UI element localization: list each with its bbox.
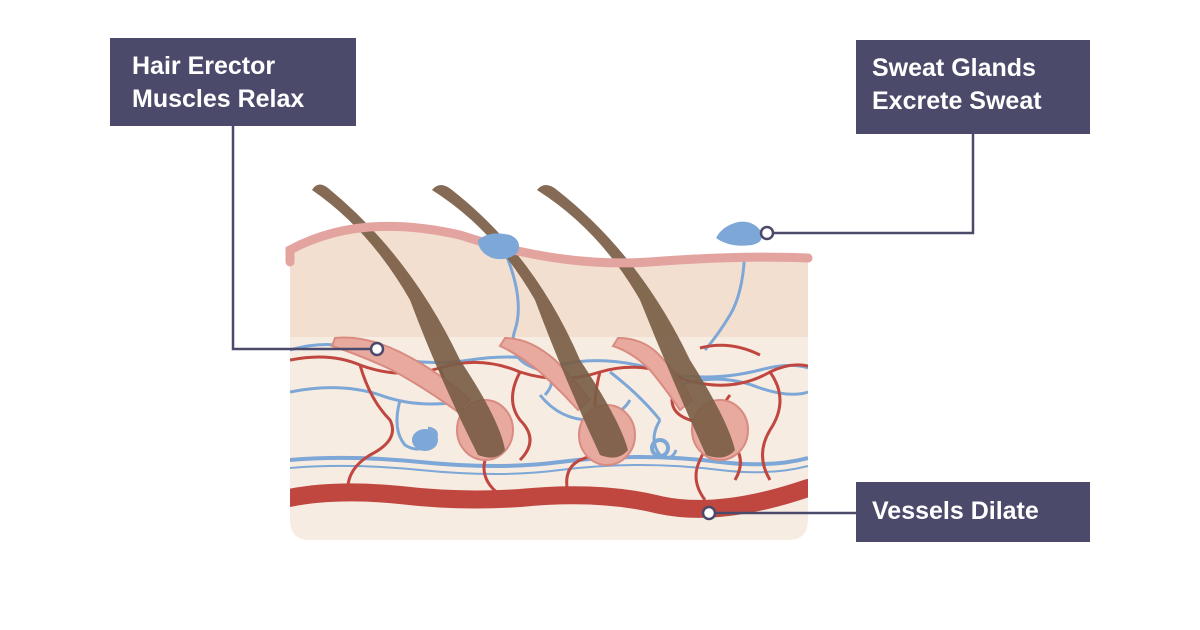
leader-endpoints xyxy=(369,225,775,521)
hair-erector-label: Hair Erector Muscles Relax xyxy=(110,38,356,126)
leader-lines xyxy=(231,126,975,515)
skin-surface xyxy=(285,221,813,268)
sweat-gland-coil xyxy=(412,429,438,451)
hair-2 xyxy=(432,185,628,458)
hairs xyxy=(312,184,735,458)
sweat-gland-pointer xyxy=(759,225,775,241)
sweat-gland-coil xyxy=(650,438,670,458)
hair-3 xyxy=(537,185,735,458)
hair-erector-pointer xyxy=(369,341,385,357)
sweat-droplet xyxy=(478,233,519,260)
sweat-glands-label: Sweat Glands Excrete Sweat xyxy=(856,40,1090,134)
sweat-droplet xyxy=(716,221,762,246)
hair-erector-leader xyxy=(231,126,370,351)
vessels-pointer xyxy=(701,505,717,521)
sweat-gland-leader xyxy=(773,134,975,235)
vessels-dilate-label: Vessels Dilate xyxy=(856,482,1090,542)
hair-1 xyxy=(312,184,505,458)
